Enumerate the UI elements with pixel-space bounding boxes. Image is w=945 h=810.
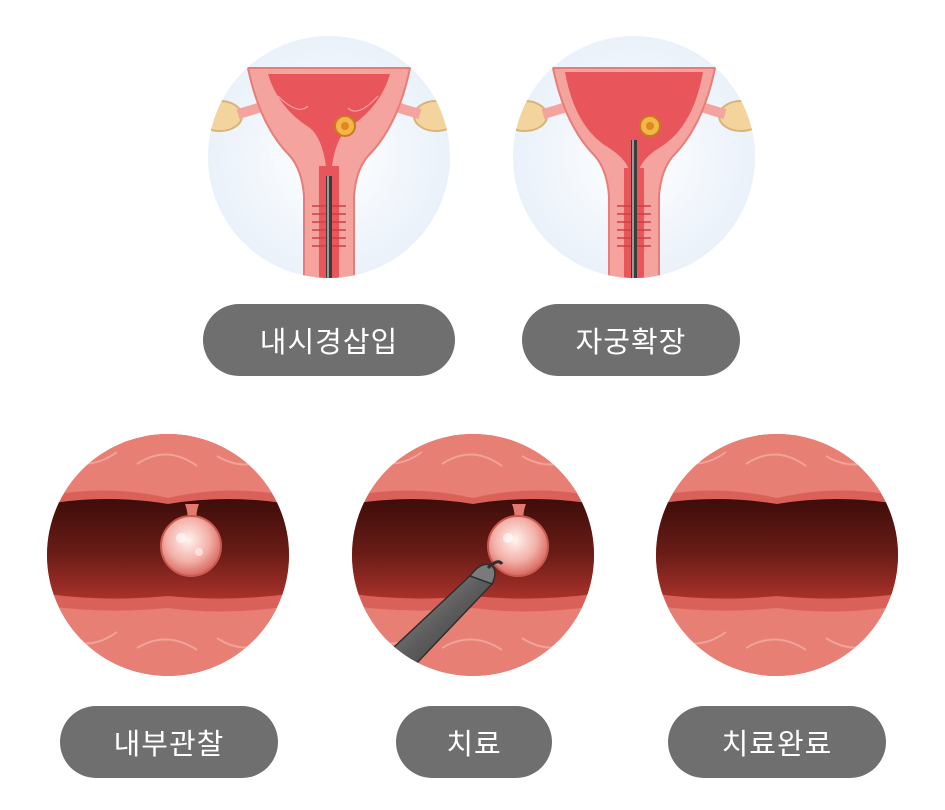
endoscopic-treatment-illustration xyxy=(352,434,594,676)
step-label-treatment: 치료 xyxy=(396,706,552,778)
step-label-distension: 자궁확장 xyxy=(522,304,740,376)
uterus-insertion-illustration xyxy=(208,36,450,278)
step-label-observation: 내부관찰 xyxy=(60,706,278,778)
endoscopic-complete-illustration xyxy=(656,434,898,676)
endoscopic-observation-illustration xyxy=(47,434,289,676)
step-label-complete: 치료완료 xyxy=(668,706,886,778)
step-label-insertion: 내시경삽입 xyxy=(203,304,455,376)
uterus-distension-illustration xyxy=(513,36,755,278)
